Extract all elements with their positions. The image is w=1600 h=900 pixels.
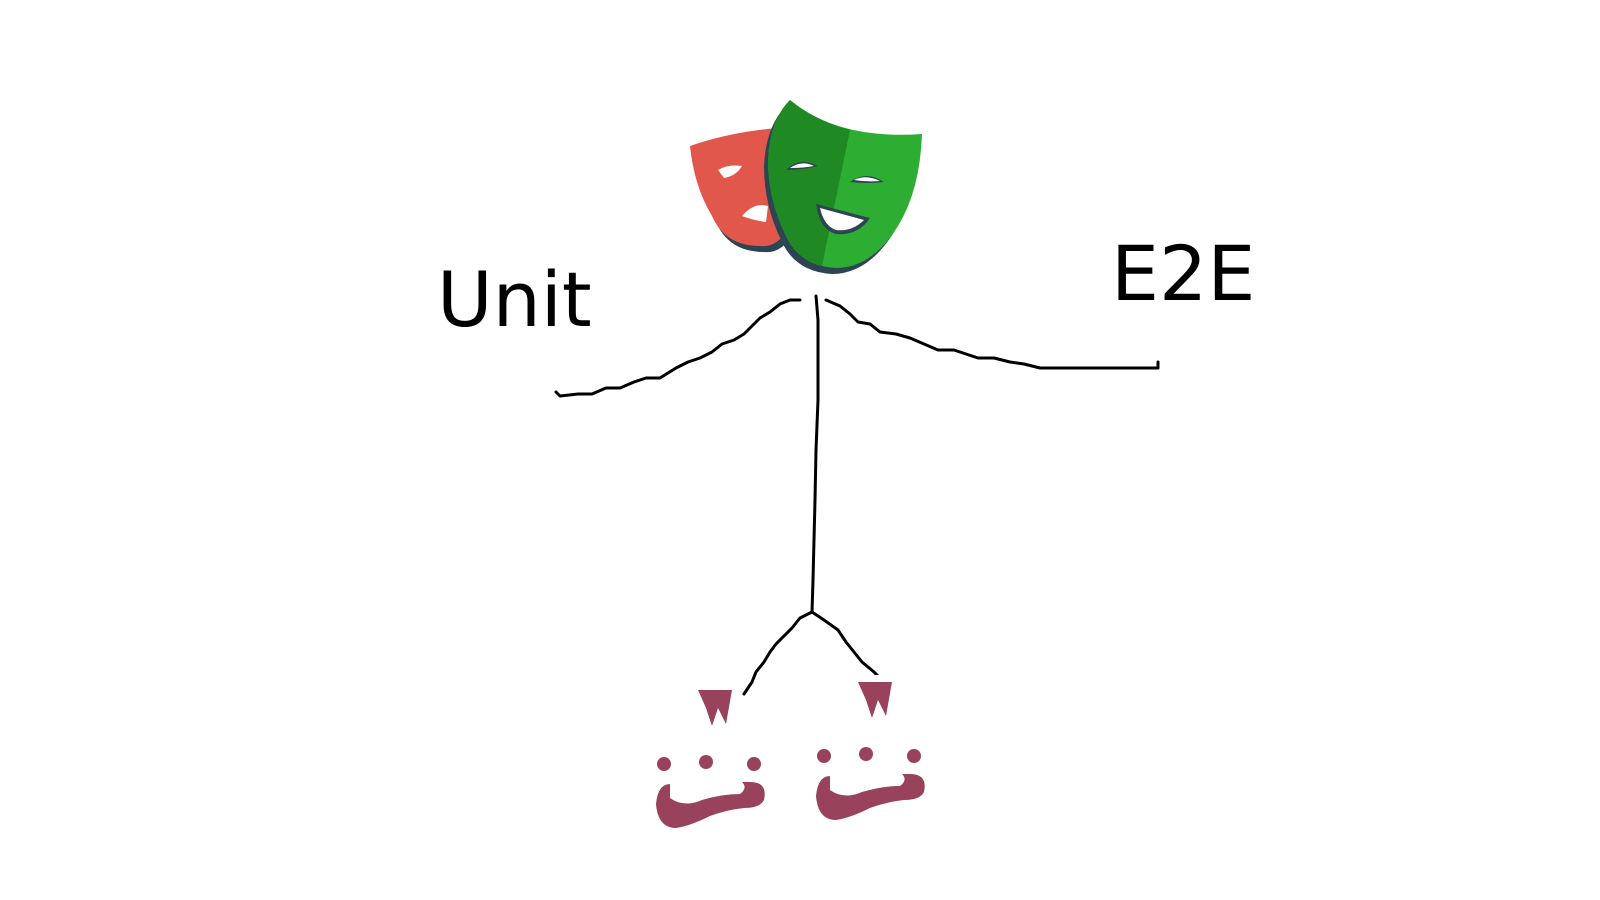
e2e-label: E2E [1111,229,1256,318]
left-leg [742,610,814,696]
jest-logo-icon [650,683,771,834]
unit-label: Unit [437,255,592,344]
left-arm [554,298,802,398]
right-arm [824,298,1160,370]
playwright-masks-icon [690,100,922,274]
stick-body [554,294,1160,696]
jest-logo-icon [810,675,931,826]
torso [810,294,820,614]
right-leg [810,610,884,682]
